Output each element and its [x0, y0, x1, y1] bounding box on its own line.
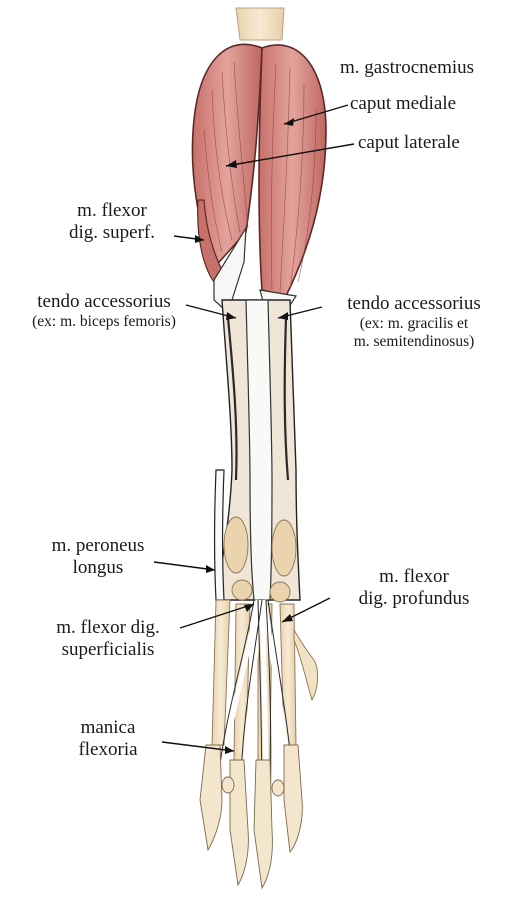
label-flexor-superf-line1: m. flexor: [52, 200, 172, 222]
leader-peroneus: [154, 562, 215, 570]
label-flexor-dig-sup-line2: superficialis: [36, 639, 180, 661]
label-flexor-dig-sup-line1: m. flexor dig.: [36, 617, 180, 639]
label-peroneus-line2: longus: [38, 557, 158, 579]
label-tendo-right-title: tendo accessorius: [316, 293, 512, 315]
label-tendo-accessorius-left: tendo accessorius (ex: m. biceps femoris…: [6, 291, 202, 331]
label-manica-flexoria: manica flexoria: [58, 717, 158, 761]
label-flexor-dig-profundus: m. flexor dig. profundus: [336, 566, 492, 610]
label-peroneus-line1: m. peroneus: [38, 535, 158, 557]
label-manica-line2: flexoria: [58, 739, 158, 761]
femur-stub: [236, 8, 284, 40]
label-flexor-prof-line1: m. flexor: [336, 566, 492, 588]
label-tendo-left-title: tendo accessorius: [6, 291, 202, 313]
label-manica-line1: manica: [58, 717, 158, 739]
phalanges: [200, 745, 302, 888]
label-flexor-superf: m. flexor dig. superf.: [52, 200, 172, 244]
label-gastrocnemius: m. gastrocnemius: [340, 57, 474, 79]
label-tendo-right-sub2: m. semitendinosus): [316, 333, 512, 351]
label-peroneus-longus: m. peroneus longus: [38, 535, 158, 579]
label-flexor-superf-line2: dig. superf.: [52, 222, 172, 244]
caput-mediale-shape: [259, 45, 326, 296]
peroneus-longus-shape: [215, 470, 225, 600]
label-tendo-accessorius-right: tendo accessorius (ex: m. gracilis et m.…: [316, 293, 512, 350]
label-caput-mediale: caput mediale: [350, 93, 456, 115]
label-tendo-left-sub: (ex: m. biceps femoris): [6, 313, 202, 331]
label-caput-laterale: caput laterale: [358, 132, 460, 154]
dewclaw: [294, 630, 318, 700]
label-flexor-prof-line2: dig. profundus: [336, 588, 492, 610]
label-tendo-right-sub1: (ex: m. gracilis et: [316, 315, 512, 333]
label-flexor-dig-superficialis: m. flexor dig. superficialis: [36, 617, 180, 661]
